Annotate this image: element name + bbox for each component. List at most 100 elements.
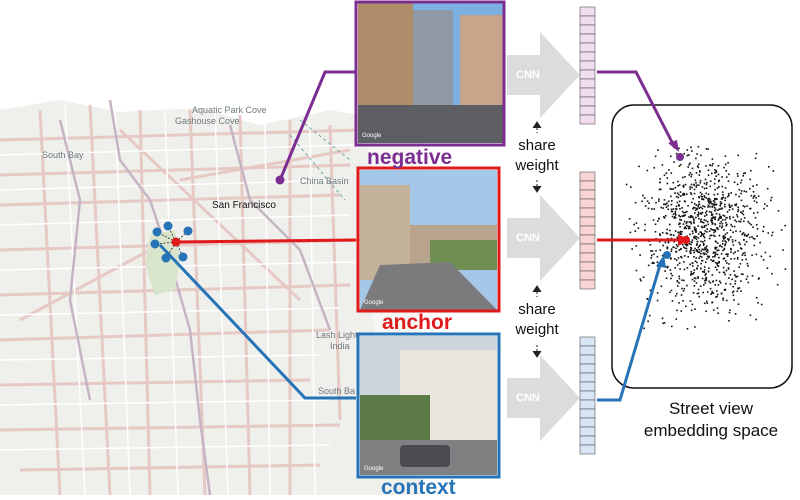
embedding-dot bbox=[752, 185, 754, 187]
embedding-dot bbox=[756, 184, 758, 186]
embedding-dot bbox=[676, 192, 679, 194]
embedding-dot bbox=[669, 291, 671, 294]
embedding-dot bbox=[721, 243, 724, 245]
embedding-dot bbox=[704, 178, 707, 181]
embedding-dot bbox=[718, 213, 721, 216]
embedding-dot bbox=[694, 209, 697, 212]
embedding-dot bbox=[699, 179, 702, 182]
vector-cell bbox=[579, 15, 596, 26]
map-ferry-route bbox=[289, 134, 346, 201]
embedding-dot bbox=[695, 182, 697, 184]
embedding-dot bbox=[711, 223, 714, 225]
embedding-dot bbox=[695, 249, 698, 252]
embedding-dot bbox=[720, 217, 722, 219]
embedding-dot bbox=[714, 178, 716, 180]
embedding-dot bbox=[706, 231, 708, 233]
embedding-dot bbox=[648, 202, 650, 204]
embedding-dot bbox=[729, 283, 732, 285]
embedding-dot bbox=[679, 222, 681, 225]
embedding-dot bbox=[725, 224, 727, 227]
embedding-dot bbox=[673, 217, 675, 219]
embedding-dot bbox=[698, 217, 700, 220]
embedding-dot bbox=[693, 269, 696, 271]
embedding-dot bbox=[741, 233, 744, 235]
embedding-dot bbox=[704, 212, 707, 214]
embedding-dot bbox=[705, 250, 708, 252]
embedding-dot bbox=[755, 197, 757, 199]
embedding-dot bbox=[684, 214, 686, 216]
embedding-dot bbox=[733, 181, 736, 183]
embedding-dot bbox=[704, 274, 706, 276]
map-label-south-bay: South Bay bbox=[42, 150, 84, 160]
embedding-dot bbox=[700, 231, 702, 234]
embedding-dot bbox=[666, 177, 669, 179]
embedding-dot bbox=[776, 283, 779, 286]
embedding-dot bbox=[682, 186, 685, 188]
embedding-dot bbox=[641, 200, 643, 203]
embedding-dot bbox=[695, 204, 698, 206]
embedding-dot bbox=[716, 249, 718, 252]
embedding-dot bbox=[640, 279, 642, 282]
embedding-dot bbox=[728, 194, 730, 197]
embedding-dot bbox=[730, 258, 732, 260]
embedding-dot bbox=[703, 271, 706, 274]
embedding-dot bbox=[699, 267, 702, 270]
embedding-dot bbox=[686, 210, 688, 213]
embedding-dot bbox=[784, 268, 787, 270]
embedding-dot bbox=[721, 226, 723, 229]
embedding-dot bbox=[675, 244, 678, 246]
embedding-dot bbox=[757, 195, 760, 197]
embedding-dot bbox=[711, 274, 714, 276]
embedding-dot bbox=[701, 277, 704, 280]
embedding-dot bbox=[678, 249, 681, 251]
vector-cell bbox=[579, 261, 596, 272]
embedding-dot bbox=[714, 198, 717, 200]
embedding-dot bbox=[707, 256, 710, 259]
embedding-dot bbox=[723, 257, 726, 259]
embedding-dot bbox=[649, 289, 652, 292]
embedding-dot bbox=[760, 255, 763, 258]
embedding-dot bbox=[742, 273, 744, 276]
embedding-dot bbox=[697, 166, 700, 169]
embedding-dot bbox=[629, 231, 632, 234]
embedding-dot bbox=[703, 269, 706, 271]
embedding-dot bbox=[700, 235, 702, 237]
embedding-dot bbox=[736, 214, 738, 216]
negative-photo-building bbox=[460, 15, 503, 110]
embedding-dot bbox=[717, 209, 719, 211]
embedding-dot bbox=[684, 200, 686, 203]
embedding-dot bbox=[697, 237, 700, 239]
embedding-dot bbox=[659, 181, 661, 184]
embedding-dot bbox=[698, 245, 701, 247]
embedding-dot bbox=[703, 225, 706, 227]
embedding-dot bbox=[771, 234, 773, 237]
embedding-dot bbox=[704, 215, 706, 217]
embedding-dot bbox=[680, 233, 683, 235]
embedding-dot bbox=[709, 202, 712, 204]
vector-cell bbox=[579, 345, 596, 356]
embedding-dot bbox=[746, 275, 749, 278]
embedding-dot bbox=[744, 205, 746, 208]
embedding-dot bbox=[666, 228, 668, 231]
embedding-dot bbox=[753, 212, 755, 214]
vector-cell bbox=[579, 444, 596, 455]
embedding-caption-line2: embedding space bbox=[643, 421, 779, 440]
embedding-dot bbox=[722, 214, 724, 217]
embedding-dot bbox=[709, 198, 711, 201]
embedding-dot bbox=[714, 216, 717, 218]
embedding-dot bbox=[714, 253, 717, 255]
embedding-dot bbox=[732, 252, 735, 255]
embedding-dot bbox=[714, 223, 716, 225]
embedding-dot bbox=[692, 273, 694, 275]
embedding-dot bbox=[701, 221, 703, 223]
embedding-dot bbox=[685, 247, 688, 250]
embedding-dot bbox=[665, 172, 668, 174]
embedding-dot bbox=[755, 253, 758, 256]
embedding-dot bbox=[693, 256, 695, 258]
embedding-dot bbox=[702, 233, 704, 236]
embedding-dot bbox=[745, 191, 748, 193]
embedding-dot bbox=[719, 201, 722, 203]
vector-cell bbox=[579, 198, 596, 209]
embedding-dot bbox=[658, 241, 661, 243]
embedding-dot bbox=[679, 208, 681, 210]
